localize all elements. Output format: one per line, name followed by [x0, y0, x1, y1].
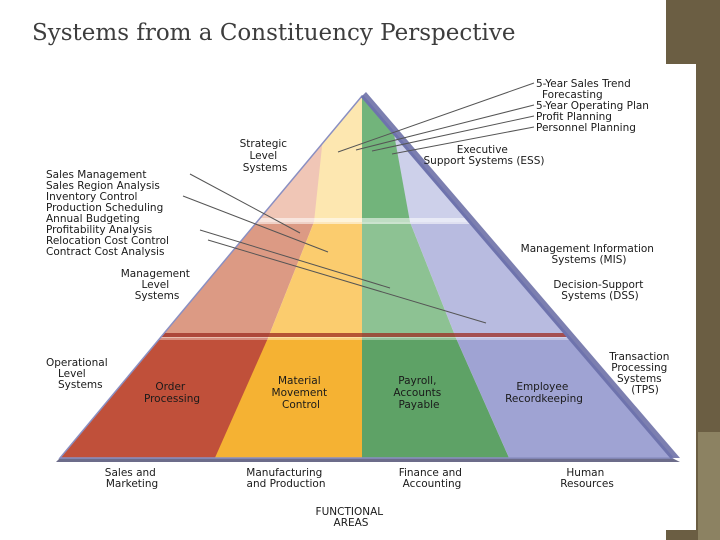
ess-item-list: 5-Year Sales Trend Forecasting 5-Year Op…	[536, 78, 652, 134]
functional-area-sales: Sales and Marketing	[105, 467, 159, 490]
dss-label: Decision-Support Systems (DSS)	[553, 279, 646, 302]
decorative-side-bar-accent	[698, 432, 720, 540]
sector-manufacturing-management	[268, 222, 362, 338]
pyramid-shadow	[56, 92, 680, 462]
functional-area-finance: Finance and Accounting	[399, 467, 466, 490]
sector-manufacturing-operational	[214, 338, 362, 458]
operational-item-manufacturing: Material Movement Control	[272, 375, 331, 411]
management-item-list: Sales Management Sales Region Analysis I…	[46, 169, 172, 258]
ess-label: Executive Support Systems (ESS)	[424, 144, 545, 167]
sector-finance-management	[362, 222, 456, 338]
management-pointer-lines	[182, 173, 487, 324]
tier-divider-lower	[60, 333, 672, 337]
operational-item-finance: Payroll, Accounts Payable	[393, 375, 444, 411]
operational-item-hr: Employee Recordkeeping	[505, 381, 583, 405]
pyramid-sectors	[60, 96, 672, 458]
functional-area-hr: Human Resources	[560, 467, 614, 490]
sector-manufacturing-strategic	[314, 96, 362, 222]
functional-areas-caption: FUNCTIONAL AREAS	[316, 506, 387, 529]
operational-level-label: Operational Level Systems	[46, 357, 111, 391]
mis-label: Management Information Systems (MIS)	[521, 243, 658, 266]
slide-title: Systems from a Constituency Perspective	[32, 20, 516, 46]
management-level-label: Management Level Systems	[121, 268, 194, 302]
sector-finance-apex	[362, 96, 410, 222]
ess-pointer-lines	[337, 82, 535, 155]
functional-area-manufacturing: Manufacturing and Production	[246, 467, 325, 490]
tps-label: Transaction Processing Systems (TPS)	[608, 351, 672, 396]
operational-item-sales: Order Processing	[144, 381, 200, 405]
strategic-level-label: Strategic Level Systems	[240, 138, 291, 174]
tier-divider-upper	[60, 218, 672, 224]
sector-finance-operational	[362, 338, 510, 458]
